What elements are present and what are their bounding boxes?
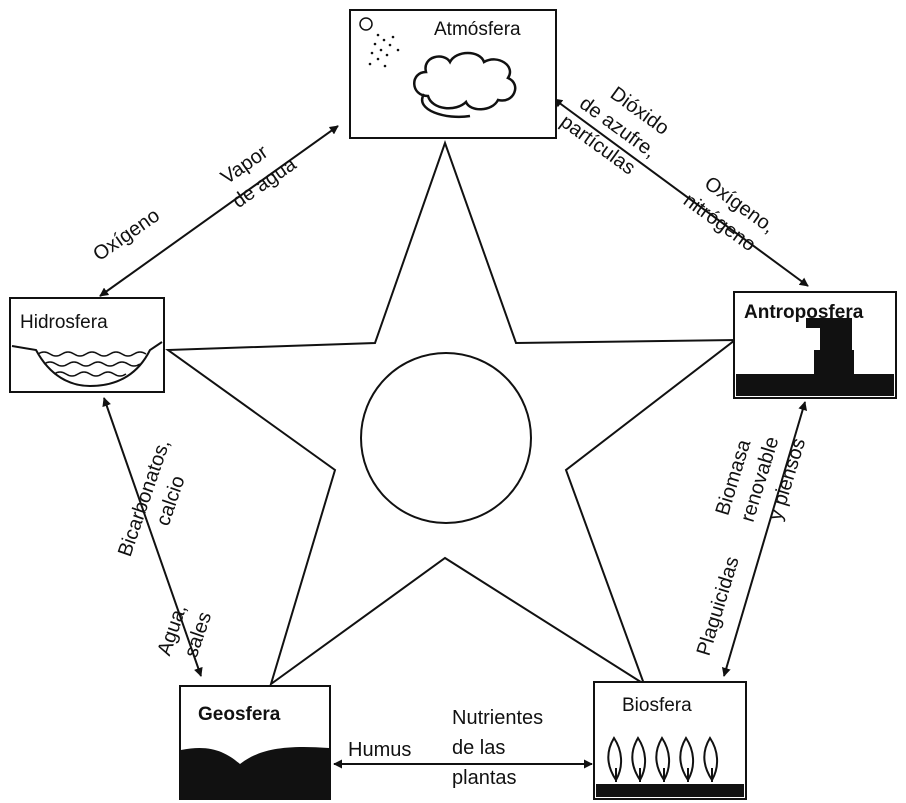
biosfera-box: Biosfera bbox=[593, 681, 747, 800]
water-basin-icon bbox=[11, 341, 163, 388]
cloud-icon bbox=[413, 51, 517, 119]
label-group-oxigeno-nitrogeno: Oxígeno, nitrógeno bbox=[679, 172, 779, 256]
industry-icon bbox=[736, 318, 894, 396]
antroposfera-box: Antroposfera bbox=[733, 291, 897, 399]
label-plaguicidas: Plaguicidas bbox=[693, 554, 744, 658]
sun-icon bbox=[359, 17, 400, 68]
atmosfera-box: Atmósfera bbox=[349, 9, 557, 139]
hidrosfera-label: Hidrosfera bbox=[20, 312, 108, 333]
plants-icon bbox=[607, 736, 718, 782]
geosfera-label: Geosfera bbox=[198, 704, 281, 725]
central-star bbox=[165, 139, 738, 687]
biosfera-label: Biosfera bbox=[622, 695, 692, 716]
hidrosfera-box: Hidrosfera bbox=[9, 297, 165, 393]
arrow-biosfera-antroposfera bbox=[721, 401, 808, 677]
arrow-hidrosfera-atmosfera bbox=[99, 125, 339, 297]
label-humus: Humus bbox=[348, 739, 411, 761]
label-group-plaguicidas: Plaguicidas bbox=[693, 554, 744, 658]
label-group-oxigeno-hidro: Oxígeno bbox=[89, 204, 164, 265]
label-plantas: plantas bbox=[452, 767, 517, 789]
arrow-atmosfera-antroposfera bbox=[553, 98, 809, 287]
atmosfera-label: Atmósfera bbox=[434, 19, 521, 40]
antroposfera-label: Antroposfera bbox=[744, 302, 864, 323]
label-group-dioxido: Dióxido de azufre, partículas bbox=[556, 83, 673, 180]
geosfera-box: Geosfera bbox=[179, 685, 331, 800]
arrow-geosfera-hidrosfera bbox=[102, 397, 203, 677]
label-group-vapor: Vapor de agua bbox=[217, 141, 301, 213]
label-oxigeno-hidro: Oxígeno bbox=[89, 204, 164, 265]
label-group-agua-sales: Agua, sales bbox=[153, 602, 216, 661]
label-nutrientes: Nutrientes bbox=[452, 707, 543, 729]
soil-icon bbox=[181, 746, 329, 798]
label-de-las: de las bbox=[452, 737, 505, 759]
ground-strip bbox=[596, 784, 744, 797]
central-circle bbox=[360, 352, 532, 524]
